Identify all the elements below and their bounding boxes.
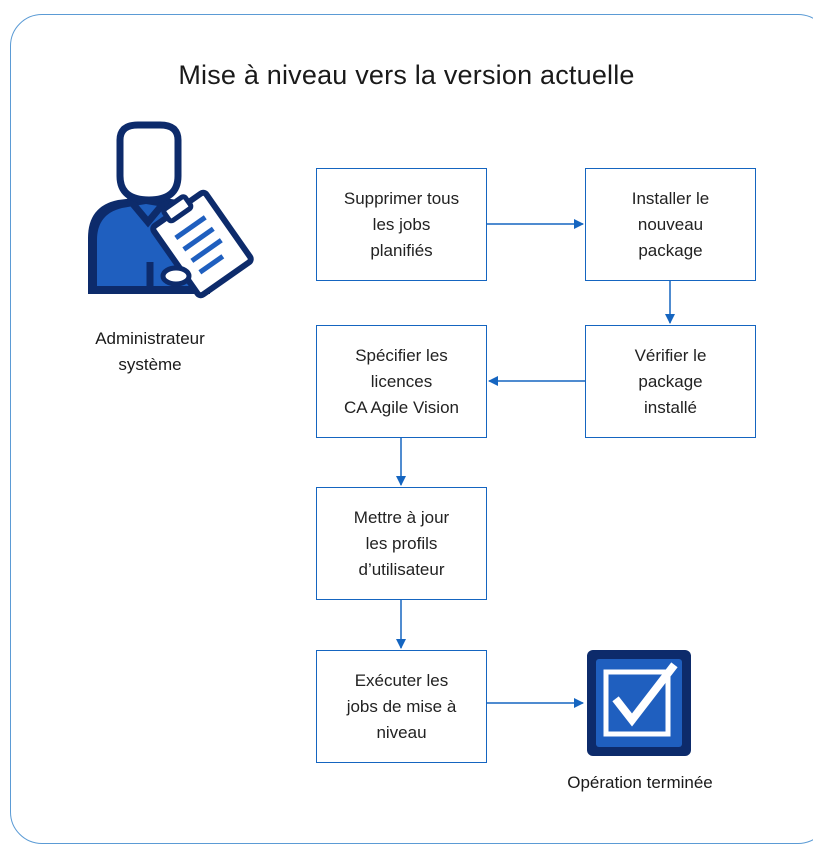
step-verify-installed-package: Vérifier le package installé bbox=[585, 325, 756, 438]
diagram-title: Mise à niveau vers la version actuelle bbox=[178, 60, 635, 90]
step-install-new-package: Installer le nouveau package bbox=[585, 168, 756, 281]
step-specify-licenses: Spécifier les licences CA Agile Vision bbox=[316, 325, 487, 438]
completion-label: Opération terminée bbox=[567, 773, 713, 792]
administrator-icon bbox=[88, 121, 254, 299]
step-delete-scheduled-jobs: Supprimer tous les jobs planifiés bbox=[316, 168, 487, 281]
checkbox-checked-icon bbox=[587, 650, 691, 756]
actor-label: Administrateur système bbox=[95, 329, 205, 374]
step-run-upgrade-jobs: Exécuter les jobs de mise à niveau bbox=[316, 650, 487, 763]
connector-arrows bbox=[396, 219, 675, 708]
step-update-user-profiles: Mettre à jour les profils d’utilisateur bbox=[316, 487, 487, 600]
